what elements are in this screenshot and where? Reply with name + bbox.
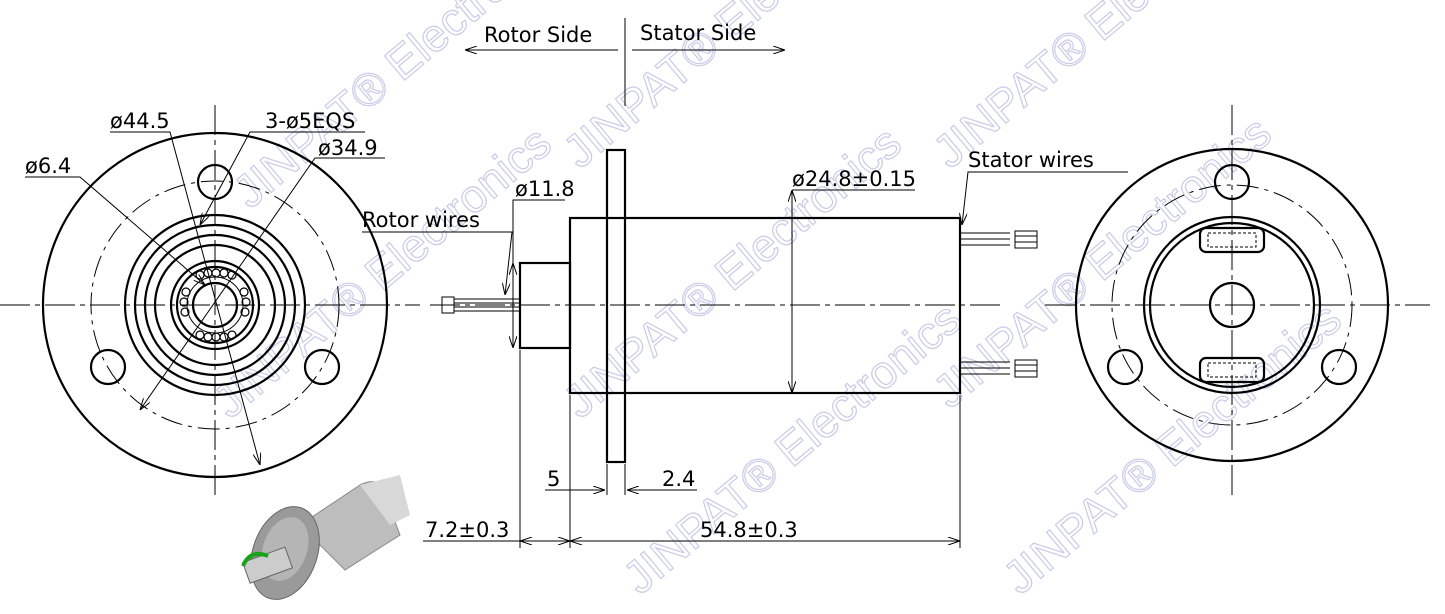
stator-wires-label: Stator wires xyxy=(968,148,1094,172)
dim-body-length-label: 54.8±0.3 xyxy=(700,518,798,542)
body-dia-label: ø24.8±0.15 xyxy=(792,167,916,191)
mount-hole xyxy=(196,163,234,201)
side-indicator: Rotor Side Stator Side xyxy=(465,18,785,106)
shaft-dia-label: ø11.8 xyxy=(515,177,575,201)
mount-hole xyxy=(1320,348,1358,386)
stator-wire-bundle xyxy=(960,230,1038,378)
rotor-end-view: ø44.5 3-ø5EQS ø34.9 ø6.4 xyxy=(0,105,420,495)
product-illustration xyxy=(241,475,410,600)
connector xyxy=(1198,226,1266,254)
side-view: Rotor wires Stator wires ø11.8 ø24.8±0.1… xyxy=(362,148,1128,548)
rotor-side-label: Rotor Side xyxy=(484,23,592,47)
body xyxy=(568,216,962,395)
mount-hole xyxy=(1106,348,1144,386)
dim-pcd: ø34.9 xyxy=(318,136,378,160)
connector xyxy=(1198,356,1266,384)
flange xyxy=(605,148,627,464)
stator-end-view xyxy=(1045,105,1430,495)
stator-side-label: Stator Side xyxy=(640,21,756,45)
dim-flange-dia: ø44.5 xyxy=(110,109,170,133)
dim-shaft-length-label: 7.2±0.3 xyxy=(425,518,509,542)
rotation-arrow-icon xyxy=(241,552,269,567)
dim-5-label: 5 xyxy=(547,467,560,491)
mount-hole xyxy=(89,348,127,386)
dim-bore: ø6.4 xyxy=(25,154,71,178)
dim-flange-thickness-label: 2.4 xyxy=(662,467,695,491)
mount-hole xyxy=(303,348,341,386)
dim-holes: 3-ø5EQS xyxy=(265,109,355,133)
rotor-wires-label: Rotor wires xyxy=(362,208,480,232)
mount-hole xyxy=(1213,163,1251,201)
